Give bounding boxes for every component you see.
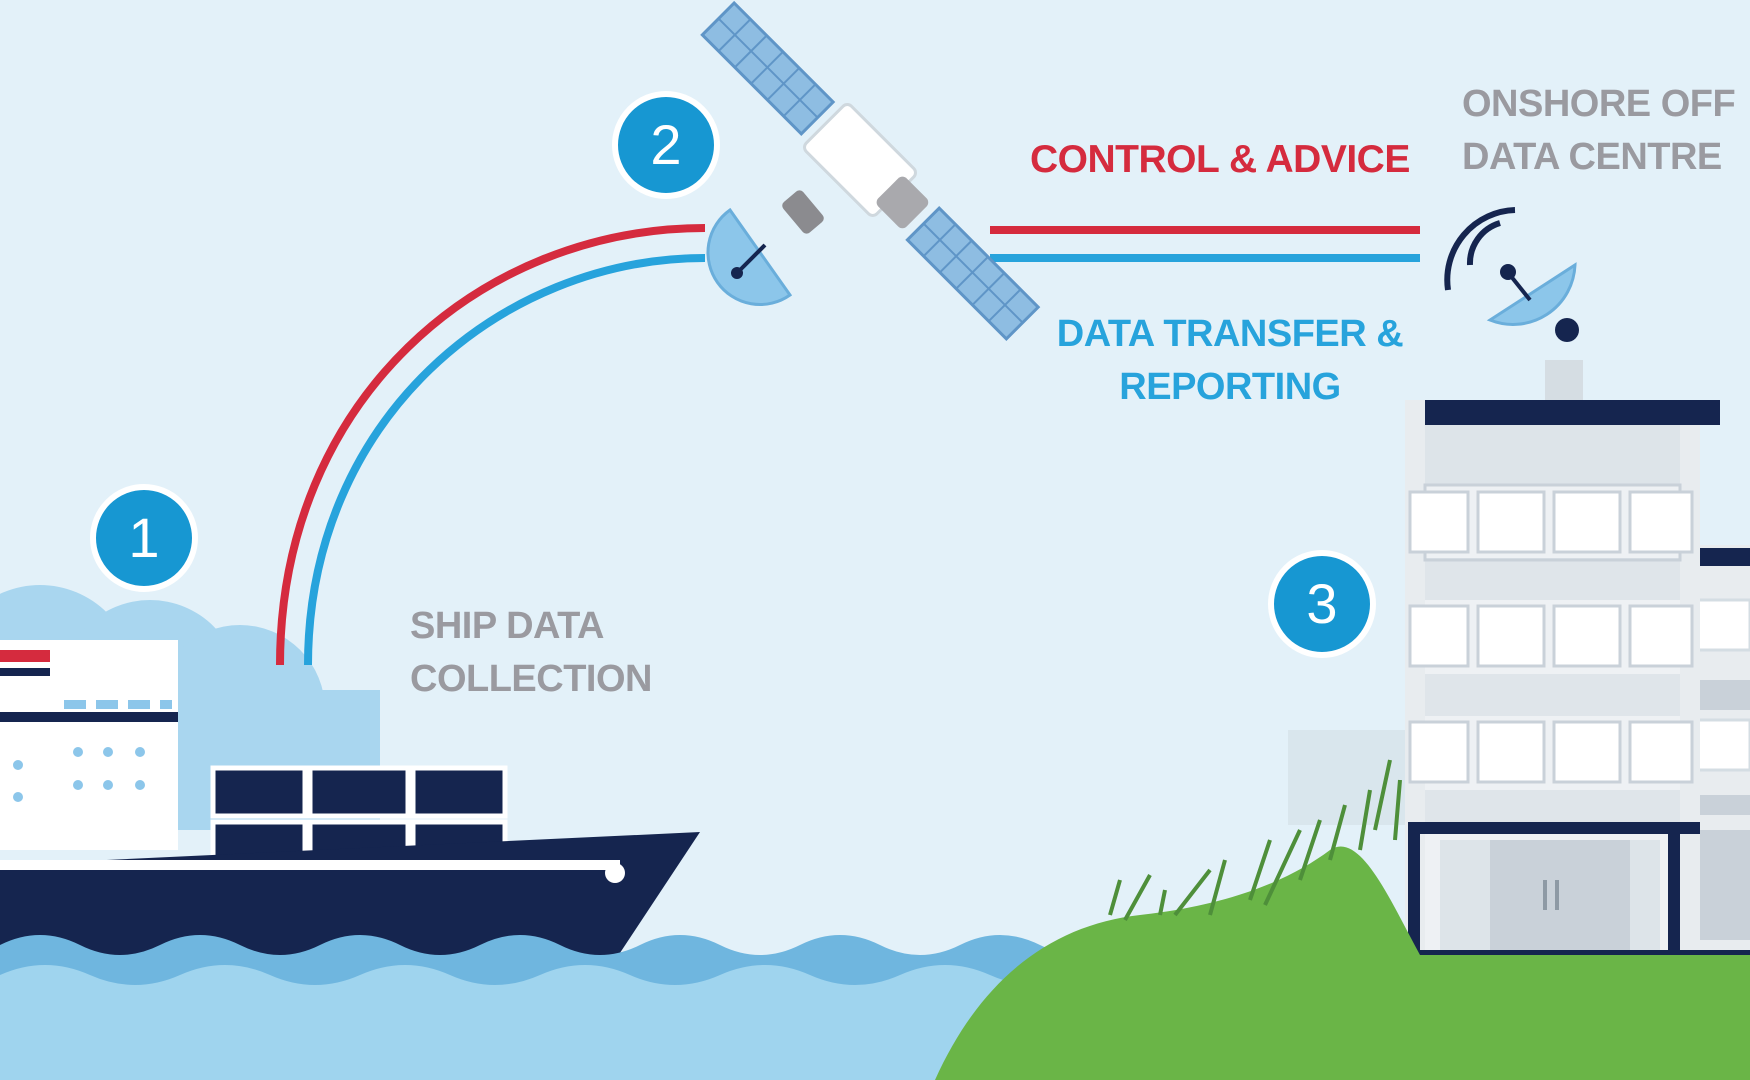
downlink-lines [990,226,1420,262]
control-advice-label: CONTROL & ADVICE [1030,138,1410,181]
step-1-badge: 1 [90,484,198,592]
step-2-badge: 2 [612,91,720,199]
transfer-label-line-1: DATA TRANSFER & [1056,313,1404,355]
uplink-arc [276,224,706,666]
ship-data-collection-label: SHIP DATA COLLECTION [410,600,652,706]
waves-icon [0,935,1120,1080]
ship-icon [0,640,700,968]
onshore-label-line-2: DATA CENTRE [1462,136,1722,178]
data-transfer-label: DATA TRANSFER & REPORTING [1040,308,1420,414]
ship-label-line-1: SHIP DATA [410,605,604,647]
onshore-label-line-1: ONSHORE OFF [1462,83,1736,125]
grass-icon [935,759,1750,1080]
transfer-label-line-2: REPORTING [1119,366,1341,408]
onshore-data-centre-label: ONSHORE OFF DATA CENTRE [1462,78,1736,184]
ship-label-line-2: COLLECTION [410,658,652,700]
step-3-badge: 3 [1268,550,1376,658]
satellite-icon [700,0,1041,342]
ground-antenna-icon [1444,207,1583,400]
